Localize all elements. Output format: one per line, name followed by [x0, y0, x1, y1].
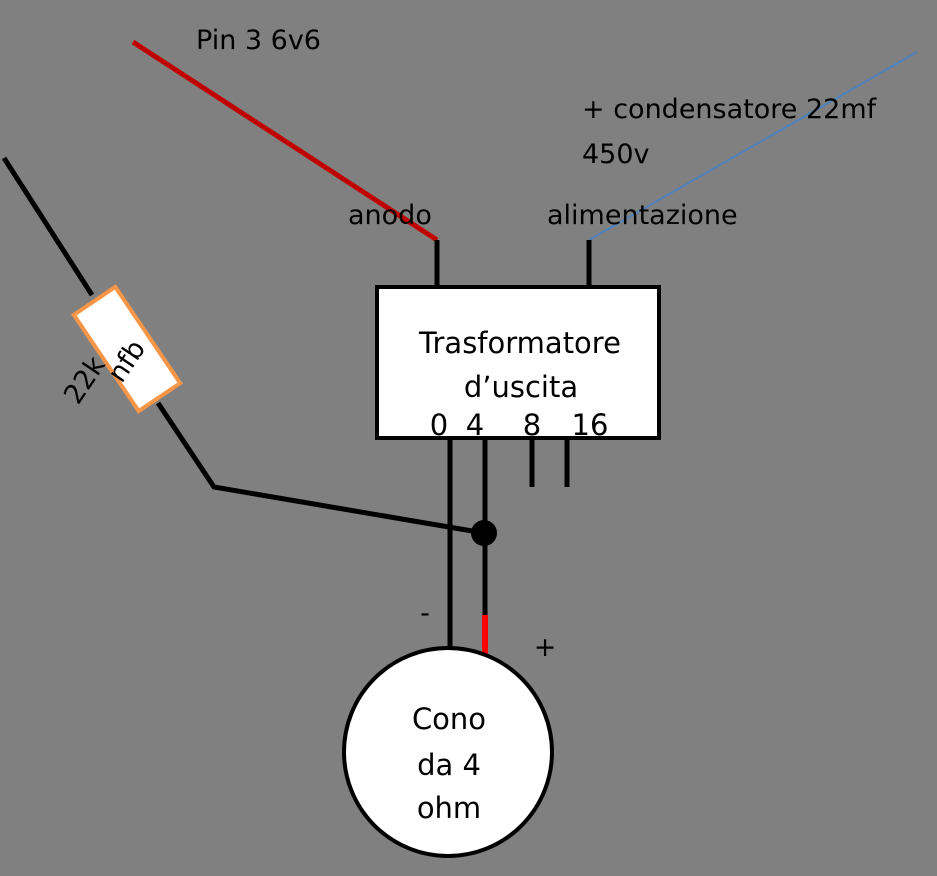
anode-wire [131, 39, 439, 243]
transformer-title-line1: Trasformatore [418, 326, 621, 360]
feedback-wire [1, 156, 95, 297]
supply-wire [588, 51, 918, 241]
feedback-wire-lower [155, 401, 485, 536]
anode-label: anodo [348, 200, 432, 231]
tap-label-16: 16 [572, 408, 609, 442]
feedback-resistor [71, 284, 183, 414]
speaker-cone [342, 646, 554, 858]
speaker-label-line3: ohm [417, 791, 481, 825]
speaker-label-line2: da 4 [417, 748, 481, 782]
transformer-title-line2: d’uscita [464, 370, 578, 404]
tap-label-4: 4 [466, 408, 484, 442]
supply-label: alimentazione [547, 200, 738, 231]
output-transformer [375, 285, 661, 440]
tap-label-0: 0 [430, 408, 448, 442]
speaker-plus-label: + [534, 632, 557, 663]
capacitor-label-line1: + condensatore 22mf [582, 94, 878, 125]
pin-label: Pin 3 6v6 [196, 25, 321, 56]
capacitor-label-line2: 450v [582, 139, 650, 170]
speaker-label-line1: Cono [412, 702, 486, 736]
junction-dot [471, 520, 497, 546]
tap-label-8: 8 [523, 408, 541, 442]
speaker-minus-label: - [420, 598, 430, 629]
